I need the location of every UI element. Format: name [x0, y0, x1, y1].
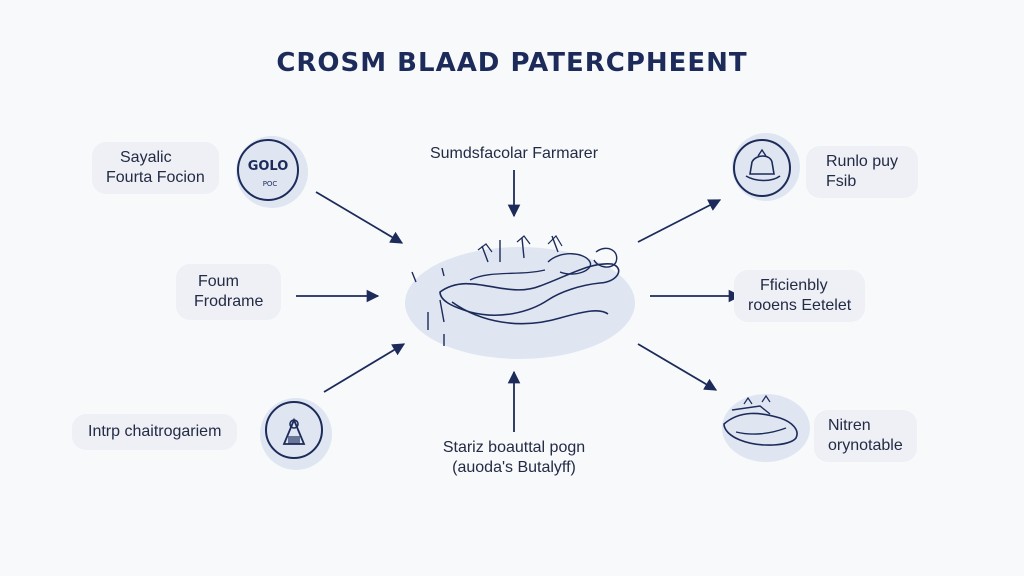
left-node-2: Foum Frodrame	[176, 264, 282, 320]
left-node-1-line2: Fourta Focion	[106, 169, 205, 186]
right-node-3: Nitren orynotable	[814, 410, 917, 462]
arrow-right-top	[637, 199, 722, 243]
bottom-label-line2: (auoda's Butalyff)	[452, 459, 576, 476]
sprout-icon	[260, 398, 332, 470]
diagram-title: CROSM BLAAD PATERCPHEENT	[276, 48, 748, 78]
cooking-pot-icon	[732, 133, 800, 201]
right-node-2-line1: Fficienbly	[760, 277, 828, 294]
arrow-left-bottom	[323, 343, 406, 393]
top-label: Sumdsfacolar Farmarer	[429, 145, 599, 162]
right-node-2: Fficienbly rooens Eetelet	[734, 270, 866, 322]
left-node-3-line1: Intrp chaitrogariem	[88, 423, 222, 440]
left-node-1: Sayalic Fourta Focion	[92, 142, 219, 194]
soap-icon: GOLO POC	[236, 136, 308, 208]
left-node-3: Intrp chaitrogariem	[72, 414, 238, 450]
landscape-icon	[722, 394, 810, 462]
right-node-3-line1: Nitren	[828, 417, 871, 434]
bottom-label: Stariz boauttal pogn (auoda's Butalyff)	[404, 438, 624, 478]
bottom-label-line1: Stariz boauttal pogn	[442, 439, 586, 456]
right-node-1-line2: Fsib	[826, 173, 857, 190]
left-node-2-line2: Frodrame	[194, 293, 264, 310]
arrow-left-top	[315, 191, 404, 244]
right-node-1-line1: Runlo puy	[826, 153, 899, 170]
soap-icon-text: GOLO	[248, 159, 289, 174]
left-node-1-line1: Sayalic	[120, 149, 172, 166]
central-sketch	[405, 235, 635, 359]
left-node-2-line1: Foum	[198, 273, 239, 290]
right-node-3-line2: orynotable	[828, 437, 903, 454]
right-node-1: Runlo puy Fsib	[806, 146, 919, 198]
soap-icon-subtext: POC	[263, 180, 278, 188]
arrow-right-bottom	[637, 343, 718, 391]
right-node-2-line2: rooens Eetelet	[748, 297, 852, 314]
